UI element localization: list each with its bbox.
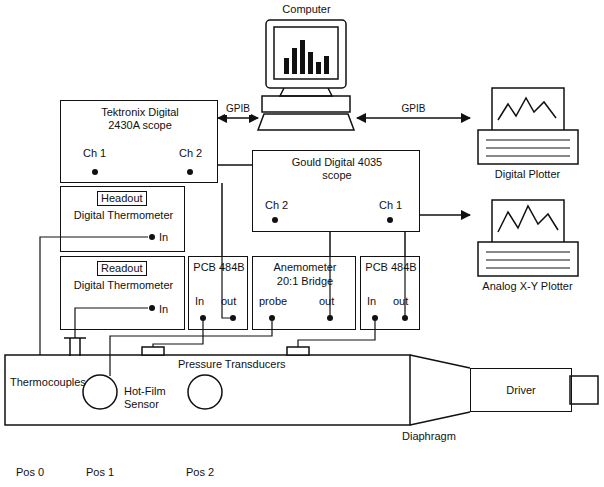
node-title: Analog X-Y Plotter (470, 280, 585, 293)
node-title: Readout (97, 261, 147, 276)
plotter-keys (486, 140, 570, 156)
plotter-icon: Digital Plotter (470, 85, 587, 185)
shock-tube (5, 355, 410, 425)
plot-trace (498, 206, 558, 232)
node-title: Anemometer (255, 261, 355, 274)
screen-chart (284, 40, 329, 74)
monitor-stand (280, 88, 332, 96)
data-arrow (420, 214, 470, 216)
port-label: Ch 1 (83, 147, 106, 160)
port-label: out (221, 295, 236, 308)
thermometer-box: ReadoutDigital ThermometerIn (60, 256, 185, 330)
sensor-port (188, 375, 222, 409)
thermometer-box: HeadoutDigital ThermometerIn (60, 186, 185, 252)
bus-label: GPIB (225, 103, 251, 115)
port-label: In (367, 295, 376, 308)
monitor (266, 20, 346, 88)
computer-icon: Computer (258, 0, 357, 135)
thermocouple-probe (64, 338, 86, 356)
position-label: Pos 1 (86, 466, 114, 479)
computer-case (262, 96, 350, 112)
port-label: probe (259, 295, 287, 308)
data-arrow (218, 117, 258, 119)
amplifier-box: PCB 484B In out (188, 256, 248, 330)
part-label: Pressure Transducers (178, 358, 286, 371)
signal-wire (221, 183, 223, 256)
driver-section: Driver (470, 368, 572, 412)
plotter-body (478, 242, 578, 276)
keyboard (258, 114, 354, 130)
part-label: Thermocouples (10, 376, 86, 389)
signal-wire (404, 232, 406, 256)
node-title: Digital Plotter (470, 168, 585, 181)
oscilloscope-box: Tektronix Digital 2430A scope Ch 1 Ch 2 (60, 100, 218, 183)
node-title: Gould Digital 4035 scope (287, 156, 387, 182)
screen (274, 27, 338, 79)
node-title: Computer (258, 3, 355, 16)
port-label: out (319, 295, 334, 308)
plotter-icon: Analog X-Y Plotter (470, 198, 587, 298)
pressure-transducer (142, 347, 164, 355)
pressure-transducer (287, 347, 309, 355)
amplifier-box: PCB 484B In out (360, 256, 420, 330)
node-title: PCB 484B (363, 261, 419, 274)
node-title: Driver (471, 384, 571, 397)
driver-extension (570, 376, 598, 404)
port-label: Digital Thermometer (65, 209, 182, 222)
port-label: In (159, 231, 168, 244)
transducer-wire (298, 318, 375, 347)
anemometer-box: Anemometer20:1 Bridge probe out (252, 256, 356, 330)
plotter-paper (492, 88, 564, 132)
oscilloscope-box: Gould Digital 4035 scope Ch 2 Ch 1 (252, 150, 420, 232)
port-label: Ch 2 (179, 147, 202, 160)
port-label: out (393, 295, 408, 308)
node-title: PCB 484B (191, 261, 247, 274)
plotter-paper (492, 200, 564, 244)
port-label: Digital Thermometer (65, 279, 182, 292)
node-title: Headout (97, 191, 147, 206)
thermocouple-wire (40, 237, 148, 355)
signal-wire (329, 232, 331, 256)
port-label: In (195, 295, 204, 308)
data-arrow (357, 117, 470, 119)
thermocouple-wire (75, 308, 148, 338)
position-label: Pos 0 (16, 466, 44, 479)
part-label: Hot-Film Sensor (124, 385, 184, 411)
plot-trace (498, 98, 556, 120)
port-label: In (159, 303, 168, 316)
port-label: Ch 2 (265, 199, 288, 212)
diaphragm-cone (410, 355, 470, 425)
part-label: Diaphragm (402, 430, 456, 443)
position-label: Pos 2 (186, 466, 214, 479)
port-label: Ch 1 (379, 199, 402, 212)
port-label: 20:1 Bridge (255, 275, 355, 288)
signal-wire (218, 164, 252, 166)
sensor-port (83, 375, 117, 409)
plotter-keys (486, 252, 570, 268)
bus-label: GPIB (401, 103, 427, 115)
transducer-wire (153, 318, 203, 347)
plotter-body (478, 130, 578, 164)
node-title: Tektronix Digital 2430A scope (85, 106, 195, 132)
